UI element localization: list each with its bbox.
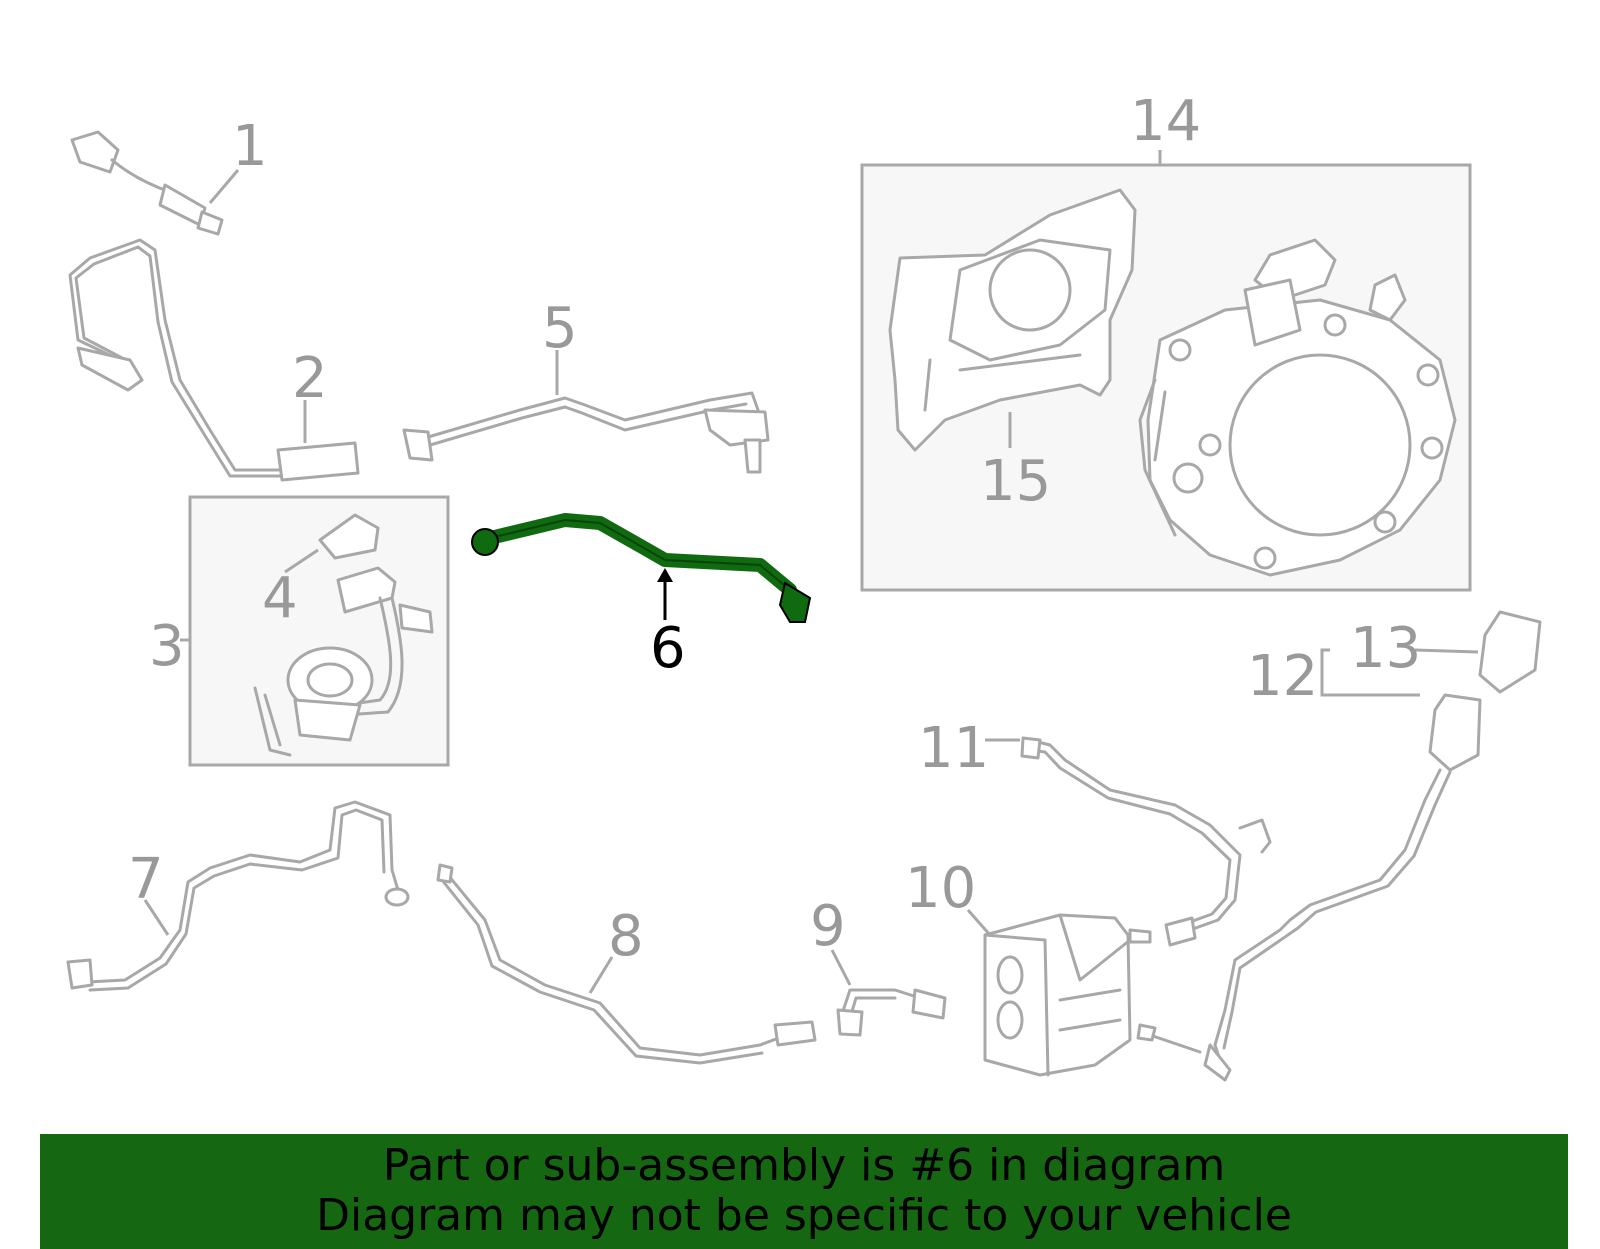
banner-line-part-number: Part or sub-assembly is #6 in diagram [382,1140,1226,1191]
callout-5: 5 [542,296,578,361]
callout-6: 6 [650,616,686,681]
callout-10: 10 [905,856,976,921]
part-12-13-sensors [1136,610,1542,1082]
callout-4: 4 [262,566,298,631]
part-6-hose-highlighted [471,513,812,623]
part-2-sensor [68,238,360,482]
part-11-pipe [985,736,1272,947]
part-7-harness [66,800,410,992]
callout-3: 3 [149,614,185,679]
part-9-sensor [830,949,947,1037]
banner-line-disclaimer: Diagram may not be specific to your vehi… [316,1190,1292,1241]
part-1-sensor [70,130,240,236]
callout-15: 15 [980,449,1051,514]
callout-14: 14 [1130,89,1201,154]
callout-8: 8 [608,904,644,969]
callout-13: 13 [1350,616,1421,681]
callout-12: 12 [1247,644,1318,709]
callout-11: 11 [918,716,989,781]
part-3-assembly [180,513,434,757]
part-5-pipe [402,350,770,474]
callout-1: 1 [232,114,268,179]
part-15-gasket [888,188,1137,452]
info-banner: Part or sub-assembly is #6 in diagram Di… [40,1134,1568,1249]
callout-9: 9 [810,894,846,959]
callout-7: 7 [128,847,164,912]
part-8-cable [436,863,817,1065]
part-10-canister [966,909,1152,1077]
callout-2: 2 [292,346,328,411]
part-14-pump [1138,238,1457,577]
